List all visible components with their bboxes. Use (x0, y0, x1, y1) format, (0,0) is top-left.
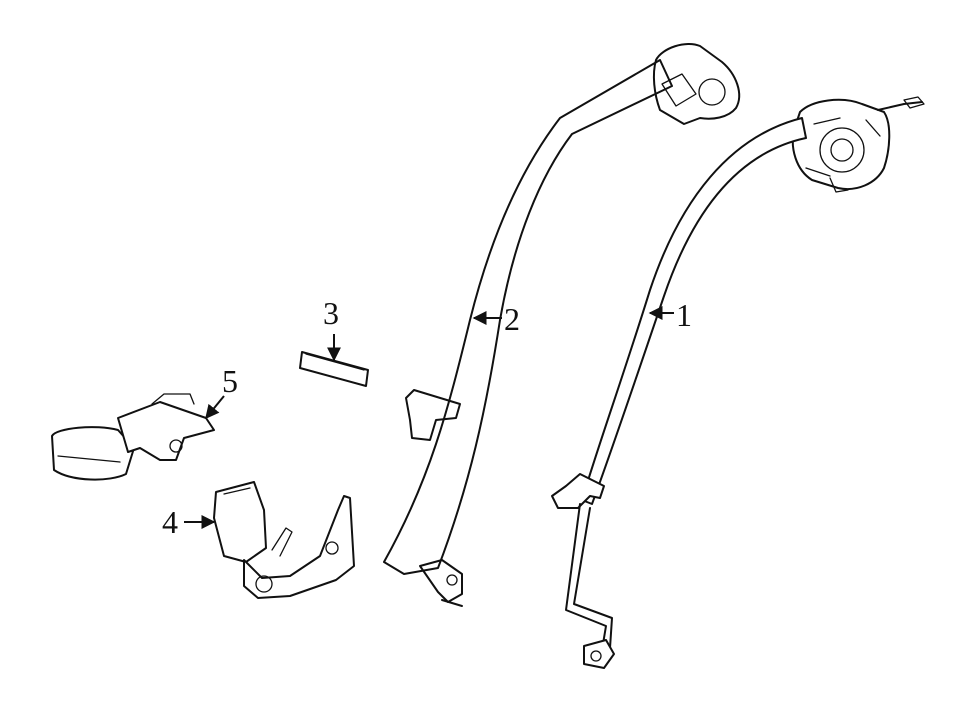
part-2-webbing (383, 59, 673, 575)
callout-5: 5 (205, 363, 238, 420)
part-1-webbing (581, 117, 807, 505)
callout-arrow-5 (205, 395, 225, 420)
callout-1: 1 (648, 297, 692, 333)
part-1-retractor (791, 96, 925, 193)
part-2-retractor (652, 42, 741, 125)
callout-label-2: 2 (504, 301, 520, 337)
callout-3: 3 (323, 295, 341, 362)
callout-4: 4 (162, 504, 216, 540)
part-5-buckle-bracket (51, 393, 215, 481)
callout-label-1: 1 (676, 297, 692, 333)
callout-2: 2 (472, 301, 520, 337)
callout-label-4: 4 (162, 504, 178, 540)
part-3-pad (299, 351, 369, 387)
part-4-buckle-assembly (213, 481, 355, 599)
part-1-anchor-bracket (583, 639, 615, 669)
part-2-seat-belt-highlighted (383, 42, 741, 607)
callout-label-5: 5 (222, 363, 238, 399)
part-2-slide-guide (405, 389, 461, 441)
callout-label-3: 3 (323, 295, 339, 331)
part-1-anchor-rod (565, 503, 613, 651)
part-1-guide-clip (551, 473, 605, 509)
part-2-anchor-plate (419, 559, 463, 603)
part-1-seat-belt-assembly (551, 96, 925, 669)
